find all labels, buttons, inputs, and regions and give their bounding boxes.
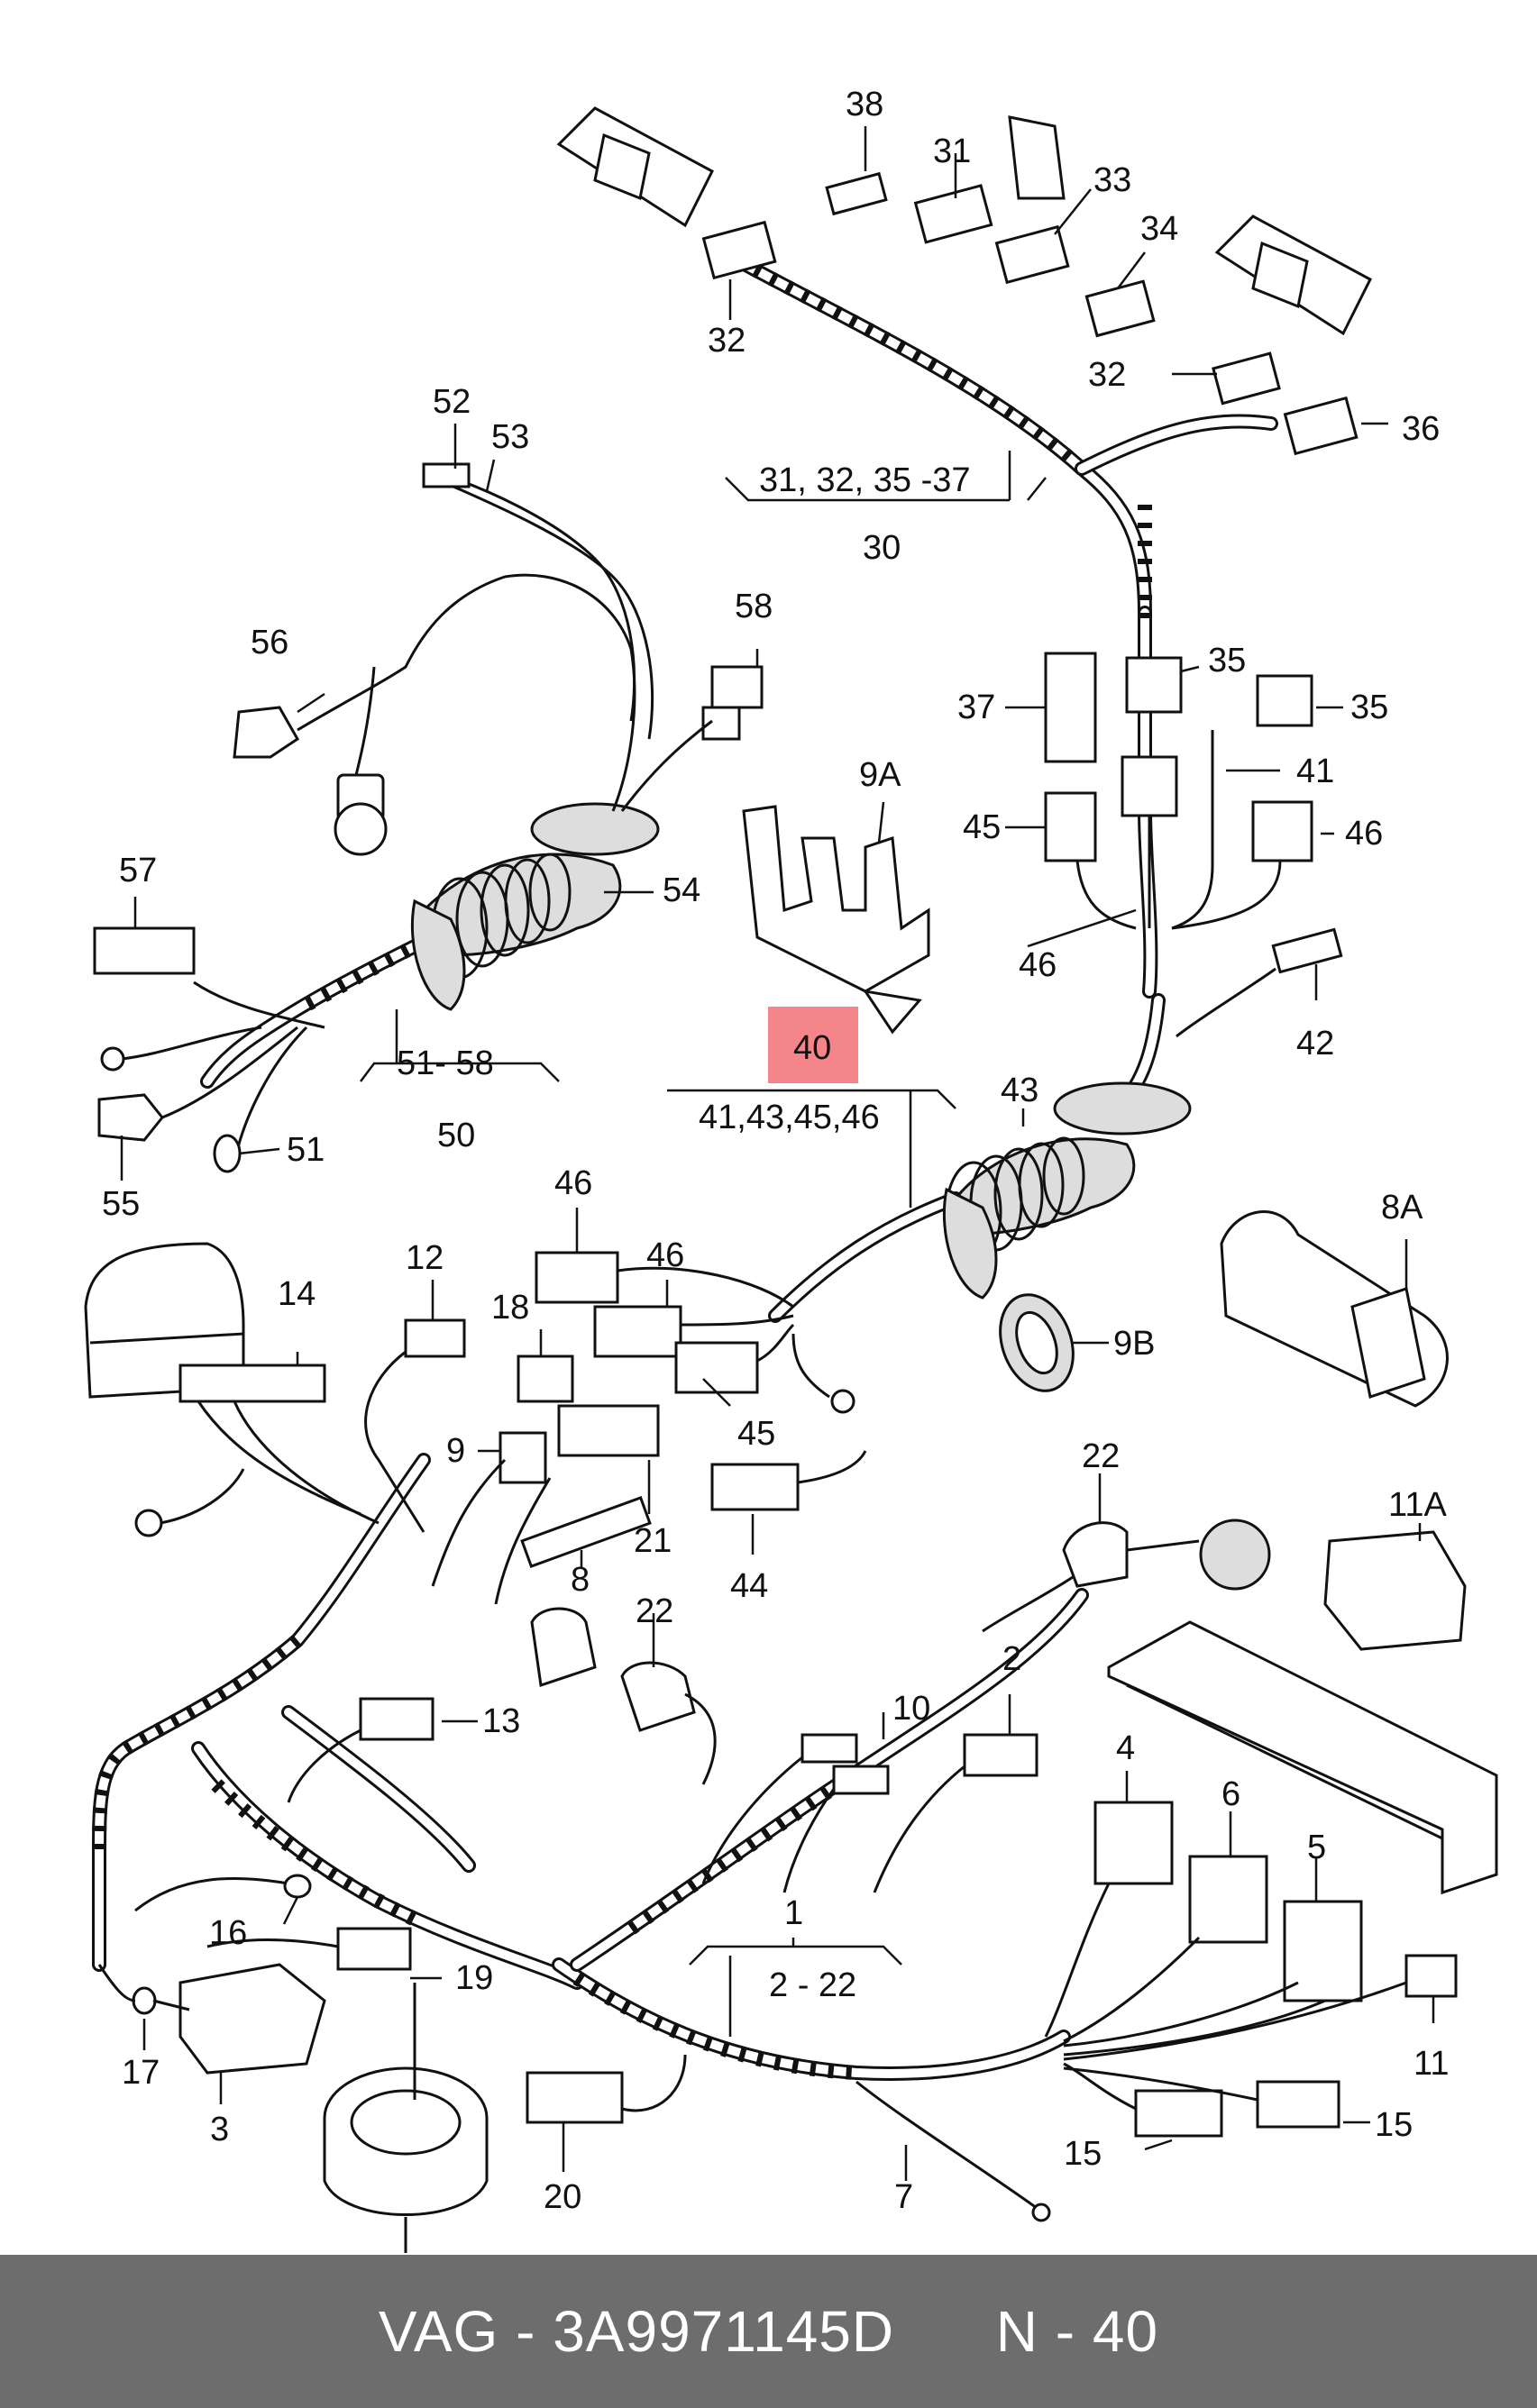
callout-labels: 38 31 33 34 32 32 36 31, 32, 35 -37 30 5… [102, 86, 1449, 2216]
callout-12[interactable]: 12 [406, 1239, 444, 1277]
callout-22[interactable]: 22 [1082, 1437, 1120, 1475]
callout-10[interactable]: 10 [892, 1690, 930, 1728]
callout-18[interactable]: 18 [491, 1289, 529, 1327]
callout-31[interactable]: 31 [933, 132, 971, 170]
callout-54[interactable]: 54 [663, 871, 700, 909]
callout-14[interactable]: 14 [278, 1275, 316, 1313]
grommet-9B [999, 1293, 1075, 1392]
callout-5[interactable]: 5 [1307, 1829, 1326, 1866]
callout-21[interactable]: 21 [634, 1522, 672, 1560]
callout-11[interactable]: 11 [1413, 2045, 1449, 2083]
callout-9A[interactable]: 9A [859, 756, 901, 794]
parts [84, 106, 1498, 2253]
part-number: 3A9971145D [553, 2299, 895, 2364]
callout-8A[interactable]: 8A [1381, 1189, 1423, 1227]
callout-51[interactable]: 51 [287, 1131, 325, 1169]
footer-part-info: VAG - 3A9971145D N - 40 [378, 2299, 1159, 2364]
callout-50[interactable]: 50 [437, 1117, 475, 1154]
callout-8[interactable]: 8 [571, 1561, 590, 1599]
callout-56[interactable]: 56 [251, 624, 288, 661]
grommet-54 [410, 802, 660, 1011]
callout-15[interactable]: 15 [1064, 2135, 1102, 2173]
callout-50-group[interactable]: 51- 58 [397, 1044, 494, 1082]
callout-6[interactable]: 6 [1221, 1775, 1240, 1813]
callout-40[interactable]: 40 [793, 1029, 831, 1067]
callout-43[interactable]: 43 [1001, 1072, 1038, 1109]
callout-42[interactable]: 42 [1296, 1025, 1334, 1063]
callout-41[interactable]: 41 [1296, 752, 1334, 790]
callout-33[interactable]: 33 [1093, 161, 1131, 199]
callout-38[interactable]: 38 [846, 86, 883, 123]
callout-52[interactable]: 52 [433, 383, 471, 421]
callout-58[interactable]: 58 [735, 588, 773, 625]
brand-label: VAG [378, 2299, 499, 2364]
wiring-harness-diagram: 38 31 33 34 32 32 36 31, 32, 35 -37 30 5… [84, 86, 1498, 2253]
callout-19[interactable]: 19 [455, 1959, 493, 1997]
callout-46[interactable]: 46 [1345, 815, 1383, 853]
callout-30-group[interactable]: 31, 32, 35 -37 [759, 461, 971, 499]
callout-9[interactable]: 9 [446, 1432, 465, 1470]
grommet-43 [942, 1081, 1192, 1300]
callout-2[interactable]: 2 [1002, 1640, 1021, 1678]
callout-55[interactable]: 55 [102, 1185, 140, 1223]
callout-7[interactable]: 7 [894, 2178, 913, 2216]
callout-16[interactable]: 16 [209, 1914, 247, 1952]
callout-46[interactable]: 46 [554, 1164, 592, 1202]
callout-32[interactable]: 32 [708, 322, 746, 360]
callout-13[interactable]: 13 [482, 1702, 520, 1740]
leader-lines [120, 126, 1435, 2181]
highlight-box[interactable] [768, 1007, 858, 1083]
callout-22[interactable]: 22 [636, 1592, 673, 1630]
callout-15[interactable]: 15 [1375, 2106, 1413, 2144]
callout-57[interactable]: 57 [119, 852, 157, 889]
callout-3[interactable]: 3 [210, 2111, 229, 2148]
callout-34[interactable]: 34 [1140, 210, 1178, 248]
callout-1[interactable]: 1 [784, 1894, 803, 1932]
callout-35[interactable]: 35 [1208, 642, 1246, 680]
callout-32[interactable]: 32 [1088, 356, 1126, 394]
callout-46[interactable]: 46 [646, 1236, 684, 1274]
callout-40-group[interactable]: 41,43,45,46 [699, 1099, 880, 1136]
callout-1-group[interactable]: 2 - 22 [769, 1966, 856, 2004]
callout-9B[interactable]: 9B [1113, 1325, 1155, 1363]
callout-46[interactable]: 46 [1019, 946, 1057, 984]
callout-36[interactable]: 36 [1402, 410, 1440, 448]
callout-35[interactable]: 35 [1350, 689, 1388, 726]
callout-4[interactable]: 4 [1116, 1729, 1135, 1767]
callout-17[interactable]: 17 [122, 2054, 160, 2092]
callout-11A[interactable]: 11A [1388, 1486, 1447, 1524]
callout-37[interactable]: 37 [957, 689, 995, 726]
callout-53[interactable]: 53 [491, 418, 529, 456]
callout-30[interactable]: 30 [863, 529, 901, 567]
diagram-position: N - 40 [995, 2299, 1159, 2364]
callout-44[interactable]: 44 [730, 1567, 768, 1605]
footer-bar: VAG - 3A9971145D N - 40 [0, 2255, 1537, 2408]
callout-20[interactable]: 20 [544, 2178, 581, 2216]
callout-45[interactable]: 45 [737, 1415, 775, 1453]
callout-45[interactable]: 45 [963, 808, 1001, 846]
